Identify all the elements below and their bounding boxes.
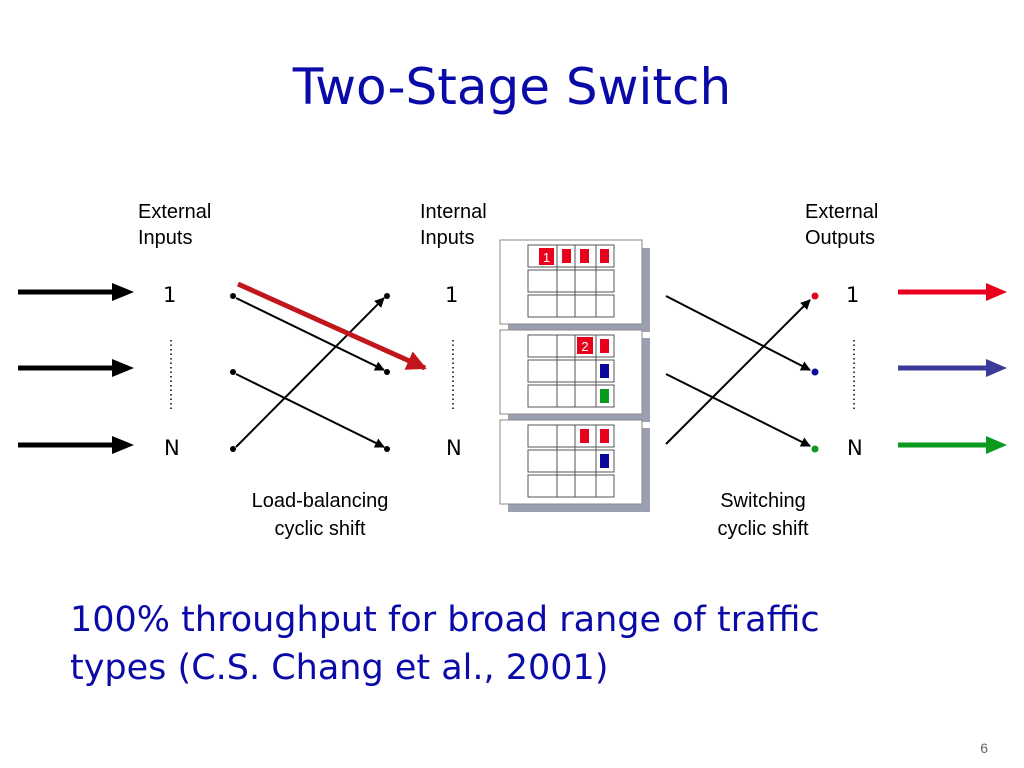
output-ports (811, 292, 819, 453)
switching-caption-line1: Switching (720, 490, 806, 512)
throughput-statement-line1: 100% throughput for broad range of traff… (70, 600, 820, 640)
page-number: 6 (980, 740, 988, 756)
voq-buffer-3 (499, 419, 650, 512)
packet-cell-red (562, 249, 571, 263)
switching-caption-line2: cyclic shift (717, 518, 809, 540)
output-arrowhead-red (986, 283, 1007, 301)
internal-input-first-label: 1 (445, 283, 459, 307)
port-dot (384, 446, 390, 452)
load-balancing-caption-line1: Load-balancing (251, 490, 389, 512)
external-outputs-label: External Outputs (805, 199, 878, 251)
internal-inputs-label: Internal Inputs (420, 199, 487, 251)
external-input-arrows (18, 283, 134, 454)
voq-buffer-2: 2 (499, 329, 650, 422)
switching-connections (665, 295, 811, 447)
external-input-last-label: N (164, 436, 180, 460)
first-stage-ports (230, 293, 390, 452)
load-balancing-caption: Load-balancing cyclic shift (230, 487, 410, 543)
input-arrowhead-2 (112, 359, 134, 377)
internal-inputs-label-line1: Internal (420, 201, 487, 223)
port-dot (384, 369, 390, 375)
throughput-statement-line2: types (C.S. Chang et al., 2001) (70, 648, 609, 688)
external-outputs-label-line1: External (805, 201, 879, 223)
packet-cell-green (600, 389, 609, 403)
connection-line (665, 373, 811, 447)
slide-title: Two-Stage Switch (292, 58, 732, 116)
port-dot (230, 369, 236, 375)
external-inputs-label: External Inputs (138, 199, 211, 251)
port-dot (384, 293, 390, 299)
load-balancing-connections (235, 281, 427, 448)
switching-caption: Switching cyclic shift (683, 487, 843, 543)
buffer-frame (499, 329, 643, 415)
connection-line (665, 295, 811, 371)
internal-inputs-label-line2: Inputs (420, 227, 475, 249)
voq-buffer-1: 1 (499, 239, 650, 332)
external-input-first-label: 1 (163, 283, 177, 307)
connection-line (235, 297, 385, 448)
packet-cell-red (577, 337, 593, 354)
buffer-frame (499, 419, 643, 505)
output-arrowhead-blue (986, 359, 1007, 377)
external-output-first-label: 1 (846, 283, 860, 307)
output-arrowhead-green (986, 436, 1007, 454)
external-output-arrows (898, 283, 1007, 454)
external-outputs-label-line2: Outputs (805, 227, 876, 249)
external-inputs-label-line1: External (138, 201, 212, 223)
throughput-statement: 100% throughput for broad range of traff… (70, 596, 970, 692)
packet-cell-red (600, 249, 609, 263)
packet-cell-red (580, 249, 589, 263)
internal-input-last-label: N (446, 436, 462, 460)
connection-line (235, 373, 385, 448)
packet-number-2: 2 (581, 339, 588, 354)
packet-cell-blue (600, 454, 609, 468)
external-output-last-label: N (847, 436, 863, 460)
input-arrowhead-1 (112, 283, 134, 301)
port-dot (230, 446, 236, 452)
output-port-dot-red (811, 292, 819, 300)
packet-cell-red (600, 429, 609, 443)
packet-number-1: 1 (543, 250, 550, 265)
output-port-dot-blue (811, 368, 819, 376)
output-port-dot-green (811, 445, 819, 453)
packet-cell-red (539, 248, 554, 265)
packet-cell-red (600, 339, 609, 353)
packet-cell-red (580, 429, 589, 443)
voq-buffers: 1 2 (499, 239, 650, 512)
input-arrowhead-3 (112, 436, 134, 454)
connection-line (665, 299, 811, 445)
red-packet-path-arrow (236, 281, 427, 371)
connection-line (235, 297, 385, 371)
packet-cell-blue (600, 364, 609, 378)
port-dot (230, 293, 236, 299)
external-inputs-label-line2: Inputs (138, 227, 193, 249)
load-balancing-caption-line2: cyclic shift (274, 518, 366, 540)
